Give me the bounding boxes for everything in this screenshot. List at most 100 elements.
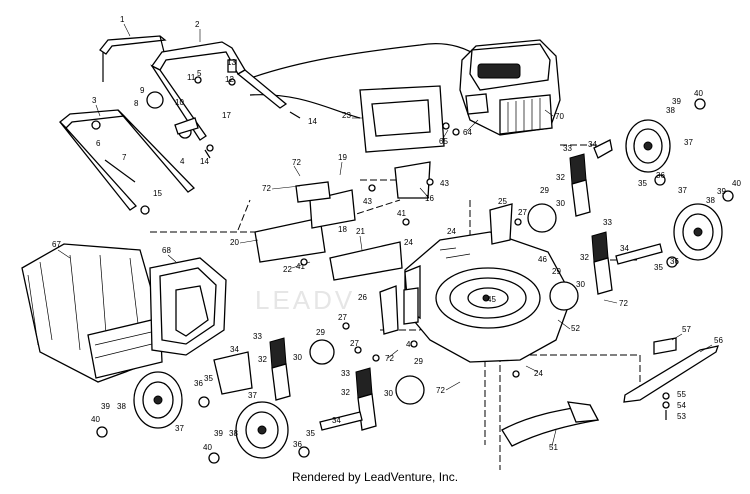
callout-6: 6	[96, 139, 101, 148]
callout-56: 56	[714, 336, 723, 345]
callout-43b: 43	[363, 197, 372, 206]
callout-33c: 33	[253, 332, 262, 341]
callout-39c: 39	[101, 402, 110, 411]
callout-39b: 39	[717, 187, 726, 196]
callout-32b: 32	[580, 253, 589, 262]
callout-40b: 40	[732, 179, 741, 188]
callout-2: 2	[195, 20, 200, 29]
callout-37d: 37	[248, 391, 257, 400]
callout-30b: 30	[576, 280, 585, 289]
callout-35c: 35	[204, 374, 213, 383]
callout-4: 4	[180, 157, 185, 166]
callout-72c: 72	[619, 299, 628, 308]
callout-36d: 36	[293, 440, 302, 449]
blade-assembly	[623, 337, 719, 420]
callout-38b: 38	[706, 196, 715, 205]
callout-18: 18	[338, 225, 347, 234]
callout-72a: 72	[292, 158, 301, 167]
callout-35a: 35	[638, 179, 647, 188]
callout-10: 10	[175, 98, 184, 107]
callout-65: 65	[439, 137, 448, 146]
grass-bag	[21, 243, 163, 383]
callout-27b: 27	[338, 313, 347, 322]
callout-33d: 33	[341, 369, 350, 378]
callout-37c: 37	[175, 424, 184, 433]
upper-handle	[150, 41, 288, 141]
callout-8: 8	[134, 99, 139, 108]
callout-24b: 24	[447, 227, 456, 236]
callout-72d: 72	[385, 354, 394, 363]
callout-32a: 32	[556, 173, 565, 182]
callout-15: 15	[153, 189, 162, 198]
callout-38d: 38	[229, 429, 238, 438]
callout-37b: 37	[678, 186, 687, 195]
callout-32c: 32	[258, 355, 267, 364]
callout-13: 13	[227, 58, 236, 67]
callout-22: 22	[283, 265, 292, 274]
callout-30a: 30	[556, 199, 565, 208]
callout-36a: 36	[656, 171, 665, 180]
fasteners	[300, 122, 522, 378]
callout-21: 21	[356, 227, 365, 236]
callout-39d: 39	[214, 429, 223, 438]
grass-bag-frame	[149, 257, 227, 356]
wheel-assemblies	[96, 98, 734, 464]
callout-72b: 72	[262, 184, 271, 193]
callout-51: 51	[549, 443, 558, 452]
callout-52: 52	[571, 324, 580, 333]
callout-14a: 14	[308, 117, 317, 126]
callout-39a: 39	[672, 97, 681, 106]
callout-7: 7	[122, 153, 127, 162]
callout-35d: 35	[306, 429, 315, 438]
callout-34a: 34	[588, 140, 597, 149]
callout-41a: 41	[397, 209, 406, 218]
callout-5: 5	[197, 69, 202, 78]
callout-54: 54	[677, 401, 686, 410]
callout-67: 67	[52, 240, 61, 249]
callout-24a: 24	[404, 238, 413, 247]
callout-34d: 34	[332, 416, 341, 425]
callout-36b: 36	[670, 257, 679, 266]
callout-25: 25	[498, 197, 507, 206]
lower-handle	[59, 109, 196, 211]
callout-27a: 27	[518, 208, 527, 217]
callout-26: 26	[358, 293, 367, 302]
callout-70: 70	[555, 112, 564, 121]
callout-45: 45	[487, 295, 496, 304]
callout-labels: 1 2 3 4 5 6 7 8 9 10 11 12 13 14 14 15 1…	[52, 15, 741, 452]
callout-53: 53	[677, 412, 686, 421]
callout-29b: 29	[552, 267, 561, 276]
callout-17: 17	[222, 111, 231, 120]
callout-29a: 29	[540, 186, 549, 195]
baffle	[501, 401, 600, 447]
callout-16: 16	[425, 194, 434, 203]
callout-36c: 36	[194, 379, 203, 388]
callout-38c: 38	[117, 402, 126, 411]
callout-23: 23	[342, 111, 351, 120]
control-cable	[244, 43, 481, 81]
handle-hardware	[91, 59, 301, 215]
callout-30c: 30	[293, 353, 302, 362]
callout-68: 68	[162, 246, 171, 255]
leader-lines	[57, 23, 713, 447]
callout-41b: 41	[296, 262, 305, 271]
callout-12: 12	[225, 75, 234, 84]
callout-64: 64	[463, 128, 472, 137]
callout-34b: 34	[620, 244, 629, 253]
watermark: LEADV	[255, 285, 356, 315]
callout-57: 57	[682, 325, 691, 334]
callout-37a: 37	[684, 138, 693, 147]
callout-24c: 24	[534, 369, 543, 378]
footer-credit: Rendered by LeadVenture, Inc.	[291, 470, 459, 484]
callout-34c: 34	[230, 345, 239, 354]
callout-29d: 29	[414, 357, 423, 366]
callout-33b: 33	[603, 218, 612, 227]
callout-1: 1	[120, 15, 125, 24]
callout-38a: 38	[666, 106, 675, 115]
callout-46: 46	[538, 255, 547, 264]
callout-35b: 35	[654, 263, 663, 272]
callout-40a: 40	[694, 89, 703, 98]
callout-9: 9	[140, 86, 145, 95]
